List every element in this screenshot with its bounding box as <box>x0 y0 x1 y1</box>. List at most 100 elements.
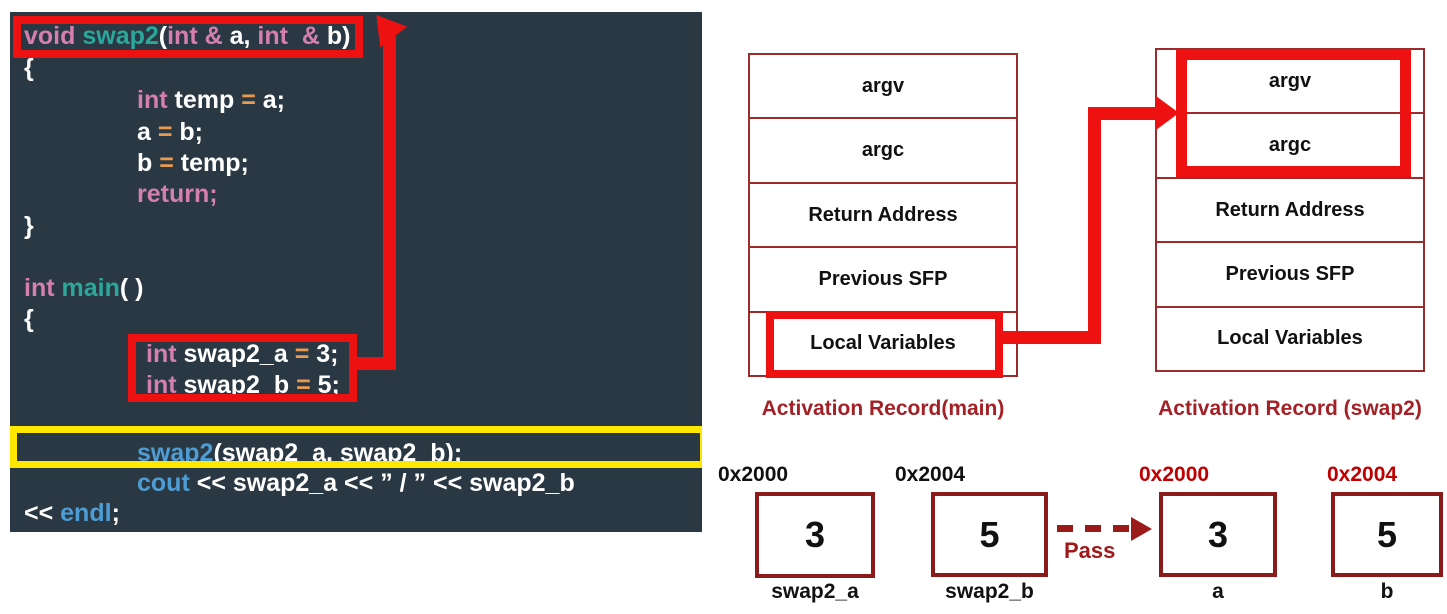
pass-label: Pass <box>1064 538 1116 563</box>
code-token: = <box>159 149 181 177</box>
memory-value-swap2-a: 3 <box>804 514 826 555</box>
code-block: void swap2(int & a, int & b){int temp = … <box>10 12 702 532</box>
code-token: = <box>241 86 263 114</box>
activation-record-swap2-caption: Activation Record (swap2) <box>1158 397 1422 420</box>
record-link-arrow-vertical-seg <box>1088 107 1101 344</box>
activation-record-main-caption: Activation Record(main) <box>761 397 1005 420</box>
args-highlight-box <box>1176 49 1411 177</box>
record-row-label: argc <box>1268 134 1312 157</box>
code-token: temp; <box>180 149 249 177</box>
pass-arrow-dash <box>1057 525 1073 532</box>
code-token: } <box>24 529 34 532</box>
code-line: } <box>24 527 34 532</box>
code-token: a <box>229 22 244 50</box>
address-label-b: 0x2004 <box>1327 463 1398 486</box>
memory-value-a: 3 <box>1207 513 1229 555</box>
code-token: 5; <box>317 371 340 399</box>
code-line: int temp = a; <box>137 84 285 116</box>
variable-label-swap2-a: swap2_a <box>771 580 859 603</box>
code-token: , <box>243 22 258 50</box>
activation-record-swap2-table: argv argc Return Address Previous SFP Lo… <box>1155 48 1425 372</box>
code-token: << <box>24 499 61 527</box>
address-label-a: 0x2000 <box>1139 463 1210 486</box>
variable-label-b: b <box>1380 580 1394 603</box>
code-token: & <box>204 22 230 50</box>
record-row: argc <box>750 119 1016 184</box>
pass-arrow-dash <box>1113 525 1129 532</box>
code-token: int <box>146 340 184 368</box>
code-editor-panel: void swap2(int & a, int & b){int temp = … <box>10 12 702 532</box>
record-row: argv <box>750 55 1016 120</box>
record-row-label: argc <box>861 139 905 162</box>
record-row-label: Return Address <box>1215 198 1365 221</box>
code-token: int <box>167 22 205 50</box>
code-token: ( ) <box>119 274 144 302</box>
code-token: = <box>296 371 318 399</box>
code-line: { <box>24 52 34 84</box>
local-variables-highlight-box <box>766 311 1003 378</box>
record-row-label: Local Variables <box>810 332 956 355</box>
memory-value-b: 5 <box>1376 513 1398 555</box>
record-row-label: argv <box>861 74 905 97</box>
code-token: = <box>157 118 180 146</box>
record-row: Return Address <box>1157 179 1423 244</box>
code-token: { <box>24 305 34 333</box>
code-token: ; <box>111 499 120 527</box>
record-link-arrow-head <box>1156 96 1179 130</box>
code-token: int <box>137 86 175 114</box>
code-token: endl <box>60 499 112 527</box>
pass-arrow-head <box>1131 517 1152 541</box>
code-line: << endl; <box>24 497 120 529</box>
code-token: b <box>137 149 160 177</box>
code-ref-arrow-line <box>383 36 396 370</box>
code-line: int swap2_a = 3; <box>146 338 338 370</box>
record-row-label: Local Variables <box>1217 327 1363 350</box>
code-line: void swap2(int & a, int & b) <box>24 20 350 52</box>
code-token: & <box>301 22 327 50</box>
code-ref-arrow-nub <box>355 357 396 370</box>
code-token: ( <box>158 22 168 50</box>
code-token: { <box>24 54 34 82</box>
record-link-arrow-upper-seg <box>1099 107 1157 120</box>
variable-label-swap2-b: swap2_b <box>945 580 1034 603</box>
code-line: } <box>24 210 34 242</box>
memory-box-swap2-b: 5 <box>931 492 1048 577</box>
address-label-swap2-a: 0x2000 <box>718 463 789 486</box>
code-line: return; <box>137 178 218 210</box>
code-token: int <box>24 274 62 302</box>
code-token: a; <box>262 86 285 114</box>
record-row: argc <box>1157 114 1423 179</box>
record-row: Return Address <box>750 184 1016 249</box>
code-token: temp <box>174 86 242 114</box>
record-row: Local Variables <box>750 313 1016 375</box>
variable-label-a: a <box>1212 580 1224 603</box>
memory-value-swap2-b: 5 <box>979 513 1000 555</box>
code-token: = <box>294 340 317 368</box>
code-token: << swap2_a << ” / ” << swap2_b <box>196 469 575 497</box>
code-token: swap2_a <box>183 340 295 368</box>
code-token: a <box>137 118 158 146</box>
code-token: main <box>61 274 120 302</box>
code-line: b = temp; <box>137 147 249 179</box>
pass-arrow-dash <box>1085 525 1101 532</box>
record-row: Previous SFP <box>1157 243 1423 308</box>
code-token: b; <box>179 118 204 146</box>
code-token: 3; <box>316 340 339 368</box>
record-row: Local Variables <box>1157 308 1423 370</box>
record-row: Previous SFP <box>750 248 1016 313</box>
code-token: void <box>24 22 83 50</box>
activation-record-main-table: argv argc Return Address Previous SFP Lo… <box>748 53 1018 377</box>
record-row-label: Return Address <box>808 203 958 226</box>
code-token: swap2 <box>82 22 159 50</box>
code-token: cout <box>137 469 197 497</box>
address-label-swap2-b: 0x2004 <box>895 463 966 486</box>
memory-box-a: 3 <box>1159 492 1277 577</box>
code-token: return; <box>137 180 218 208</box>
record-row-label: Previous SFP <box>1225 262 1355 285</box>
code-line: a = b; <box>137 116 203 148</box>
code-line: cout << swap2_a << ” / ” << swap2_b <box>137 467 575 499</box>
declarations-highlight-box <box>128 334 357 402</box>
code-token: b) <box>326 22 351 50</box>
record-row: argv <box>1157 50 1423 115</box>
